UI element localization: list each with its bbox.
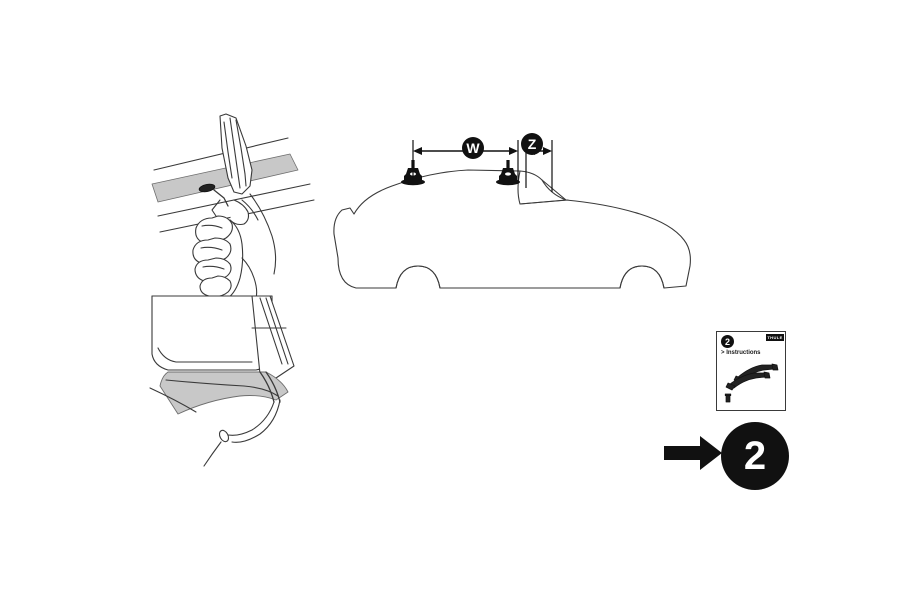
door-panel-inner-fold: [157, 347, 253, 363]
rubber-seal-gray: [159, 371, 289, 415]
card-step-number-badge: 2: [721, 335, 734, 348]
roof-foot-rear: [496, 160, 520, 186]
hand-wrist: [241, 257, 258, 298]
rear-wheel-arch: [619, 265, 665, 289]
instructions-title-text: Instructions: [726, 350, 761, 356]
arrow-right-icon: [664, 436, 722, 470]
card-contents-drawing: [724, 363, 779, 403]
hand-palm-outline: [227, 219, 244, 298]
illustration-door-seal: [148, 288, 338, 478]
clip-stem: [213, 189, 229, 207]
hand-rail-drawing: [151, 113, 315, 298]
step-number-badge: 2: [721, 422, 789, 490]
door-pillar-outline: [219, 113, 253, 195]
clip-tip: [211, 199, 221, 217]
clip-fastener: [198, 183, 216, 193]
instructions-title: > Instructions: [721, 350, 761, 356]
car-body-outline: [333, 169, 691, 289]
cord-tail: [203, 441, 222, 467]
strap-cord-2: [241, 199, 259, 221]
card-roof-bar-lower: [725, 371, 771, 391]
dimension-label-z: Z: [521, 133, 543, 155]
door-pillar-edge: [223, 121, 233, 179]
car-profile-drawing: [333, 140, 691, 289]
rubber-seal-inner-line: [165, 379, 279, 397]
door-pillar-inner-line-2: [235, 119, 247, 187]
cord-clip: [218, 429, 230, 443]
hand-knuckle-line-2: [200, 246, 223, 251]
illustration-hand-rail: [138, 108, 328, 298]
hand-knuckle-line-3: [202, 265, 225, 270]
roof-upper-line: [153, 137, 289, 171]
seal-lip-line-1: [259, 371, 275, 403]
step-badge-row: [660, 420, 800, 492]
door-pillar-inner-line-1: [229, 117, 241, 189]
strap-cord: [249, 193, 277, 275]
card-small-part: [724, 393, 732, 403]
hanging-cord: [223, 401, 275, 436]
front-wheel-arch: [395, 265, 441, 289]
door-seal-drawing: [149, 295, 295, 467]
hanging-cord-2: [231, 399, 281, 443]
seal-lip-line-2: [265, 371, 281, 403]
dimension-label-w: W: [462, 137, 484, 159]
body-lower-edge: [149, 387, 197, 413]
hand-thumb: [229, 199, 250, 226]
hand-knuckle-line-1: [201, 224, 223, 229]
instruction-card: 2 THULE > Instructions: [716, 331, 788, 413]
window-frame-line-2: [265, 297, 289, 365]
chevron-right-icon: >: [721, 350, 725, 356]
window-frame-line-1: [259, 297, 283, 365]
rear-pillar-line: [519, 199, 569, 205]
illustration-car-measurements: [320, 118, 720, 328]
thule-logo: THULE: [766, 334, 784, 341]
